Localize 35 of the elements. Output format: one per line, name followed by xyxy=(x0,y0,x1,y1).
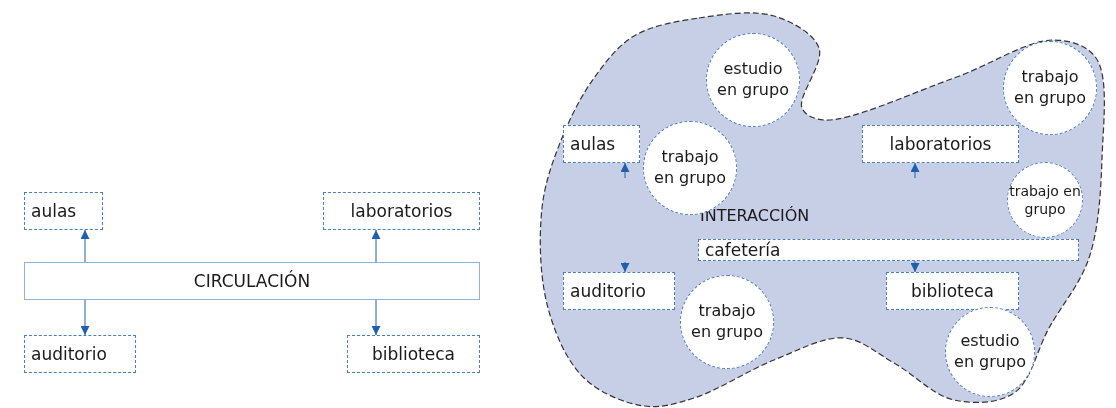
room-label: aulas xyxy=(31,201,77,221)
room-box xyxy=(323,192,480,230)
arrow xyxy=(910,162,920,179)
room-box xyxy=(347,335,480,373)
arrow xyxy=(80,299,90,336)
room-label: cafetería xyxy=(705,240,781,260)
arrow xyxy=(80,229,90,263)
room-label: auditorio xyxy=(570,281,646,301)
bar-label: CIRCULACIÓN xyxy=(193,271,311,291)
arrow xyxy=(910,260,920,273)
area-title: INTERACCIÓN xyxy=(700,206,810,225)
circle-label: trabajo en grupo xyxy=(1008,181,1082,219)
room-label: laboratorios xyxy=(889,134,992,154)
room-label: laboratorios xyxy=(350,201,453,221)
circle-label: trabajo en grupo xyxy=(690,301,764,343)
room-label: aulas xyxy=(570,134,616,154)
circle-label: trabajo en grupo xyxy=(1013,67,1087,109)
circle-label: estudio en grupo xyxy=(716,59,790,101)
room-label: biblioteca xyxy=(910,281,994,301)
room-box xyxy=(862,125,1019,163)
circle-label: estudio en grupo xyxy=(953,331,1027,373)
room-box xyxy=(24,192,103,230)
room-box xyxy=(886,272,1019,310)
arrow xyxy=(620,162,630,179)
room-box xyxy=(563,272,675,310)
room-box xyxy=(563,125,640,163)
circle-label: trabajo en grupo xyxy=(653,147,727,189)
arrow xyxy=(371,229,381,263)
room-label: auditorio xyxy=(31,344,107,364)
room-box xyxy=(24,335,136,373)
arrow xyxy=(371,299,381,336)
circulation-bar xyxy=(24,262,480,300)
arrow xyxy=(620,261,630,273)
room-label: biblioteca xyxy=(371,344,455,364)
room-box xyxy=(698,239,1079,261)
